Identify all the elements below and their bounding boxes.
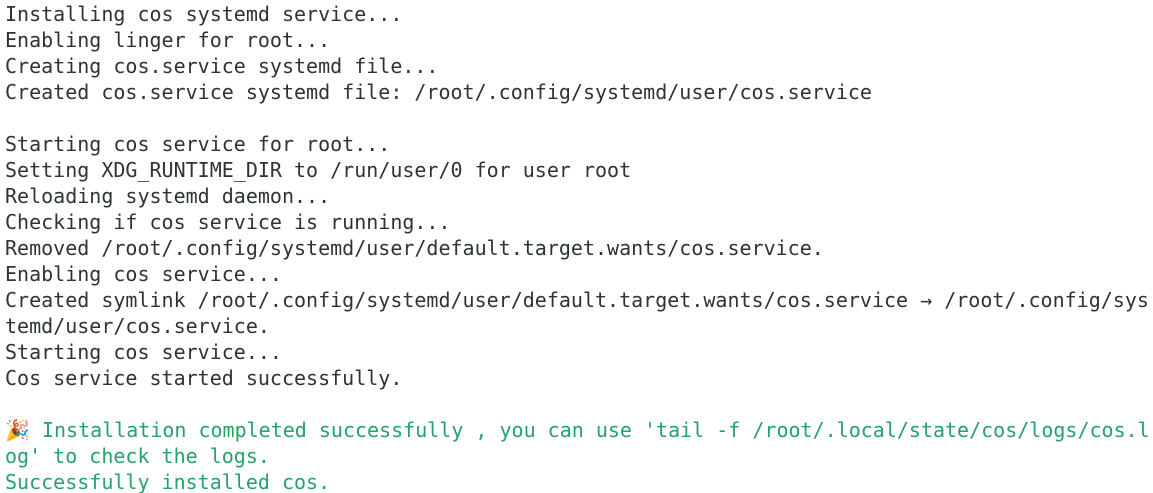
terminal-line: Enabling cos service... (5, 262, 282, 286)
terminal-line: Installing cos systemd service... (5, 2, 403, 26)
terminal-line: Reloading systemd daemon... (5, 184, 331, 208)
terminal-line: Removed /root/.config/systemd/user/defau… (5, 236, 824, 260)
terminal-line: Enabling linger for root... (5, 28, 331, 52)
terminal-line: og' to check the logs. (5, 444, 270, 468)
terminal-line: Starting cos service for root... (5, 132, 391, 156)
terminal-line: Creating cos.service systemd file... (5, 54, 439, 78)
terminal-line: 🎉 Installation completed successfully , … (5, 418, 1150, 442)
terminal-line: Cos service started successfully. (5, 366, 403, 390)
terminal-output: Installing cos systemd service...Enablin… (5, 1, 1153, 493)
terminal-line: Starting cos service... (5, 340, 282, 364)
terminal-line (5, 391, 1153, 417)
terminal-line (5, 105, 1153, 131)
terminal-line: Created cos.service systemd file: /root/… (5, 80, 872, 104)
terminal-line: Checking if cos service is running... (5, 210, 451, 234)
terminal-line: Setting XDG_RUNTIME_DIR to /run/user/0 f… (5, 158, 632, 182)
terminal-line: Created symlink /root/.config/systemd/us… (5, 288, 1149, 312)
terminal-line: Successfully installed cos. (5, 470, 331, 493)
terminal-line: temd/user/cos.service. (5, 314, 270, 338)
